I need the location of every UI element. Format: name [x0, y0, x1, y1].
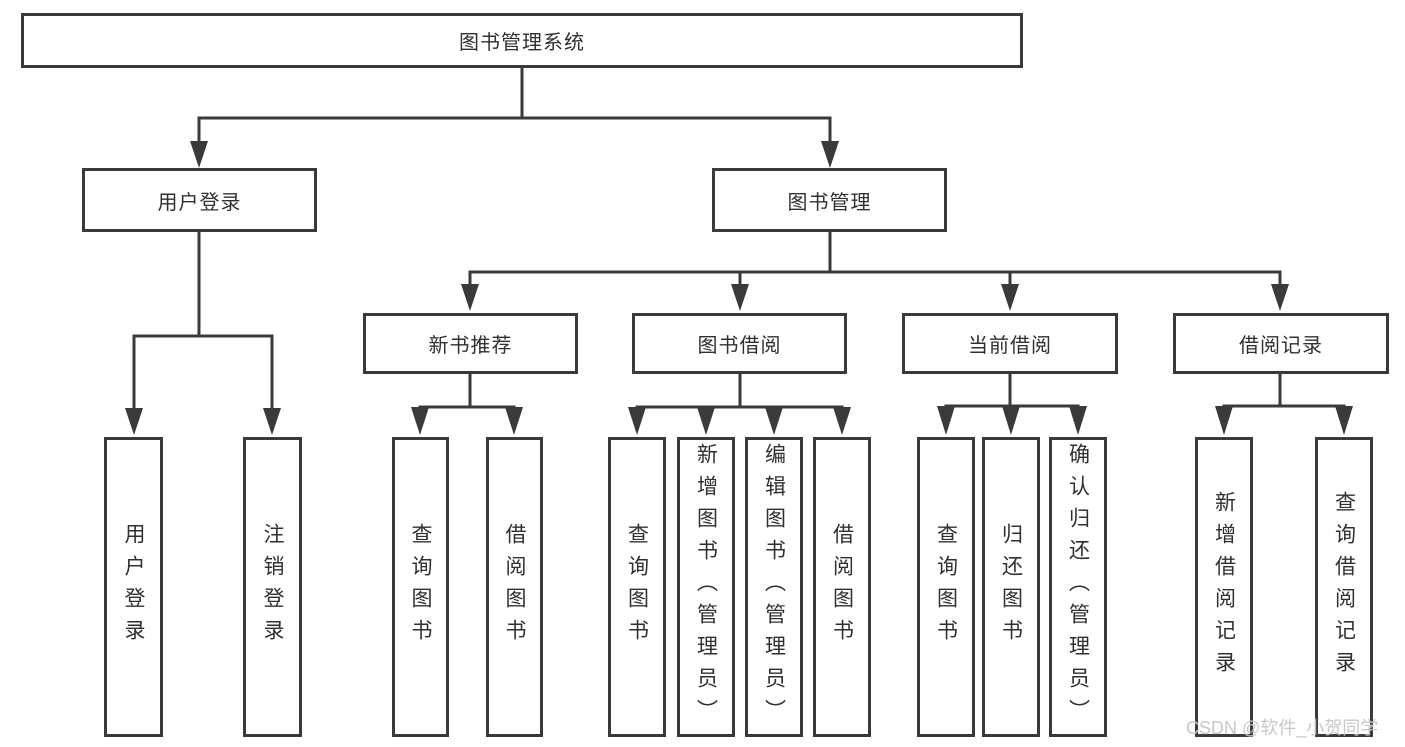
- node-root: 图书管理系统: [21, 13, 1023, 68]
- leaf-query-borrow-record: 查询借阅记录: [1315, 437, 1373, 737]
- node-borrow-records-label: 借阅记录: [1239, 335, 1323, 357]
- leaf-edit-books-admin-label: 编辑图书（管理员）: [762, 443, 786, 731]
- leaf-return-books: 归还图书: [982, 437, 1040, 737]
- connector-current-to-leaves: [937, 374, 1087, 435]
- leaf-user-login: 用户登录: [104, 437, 163, 737]
- node-current-borrow-label: 当前借阅: [968, 335, 1052, 357]
- leaf-borrow-books-label: 借阅图书: [830, 523, 854, 651]
- watermark: CSDN @软件_小贺同学: [1186, 718, 1379, 738]
- leaf-query-books-borrow-label: 查询图书: [625, 523, 649, 651]
- leaf-add-borrow-record-label: 新增借阅记录: [1212, 491, 1236, 683]
- leaf-return-books-label: 归还图书: [999, 523, 1023, 651]
- connector-userlogin-to-leaves: [125, 230, 281, 435]
- leaf-query-books-borrow: 查询图书: [608, 437, 666, 737]
- node-new-book-recommend-label: 新书推荐: [428, 335, 513, 357]
- node-user-login-label: 用户登录: [157, 191, 242, 214]
- node-root-label: 图书管理系统: [459, 32, 585, 54]
- leaf-query-books-recommend-label: 查询图书: [409, 523, 432, 651]
- leaf-borrow-books-recommend: 借阅图书: [486, 437, 543, 737]
- node-user-login: 用户登录: [82, 168, 317, 232]
- leaf-logout-label: 注销登录: [261, 523, 284, 651]
- connector-root-to-level2: [190, 66, 839, 168]
- node-borrow-records: 借阅记录: [1173, 313, 1389, 374]
- leaf-logout: 注销登录: [243, 437, 302, 737]
- node-book-management-label: 图书管理: [787, 191, 872, 214]
- leaf-query-books-current-label: 查询图书: [934, 523, 958, 651]
- connector-records-to-leaves: [1215, 374, 1353, 435]
- connector-bookmgmt-to-level3: [461, 230, 1289, 311]
- leaf-borrow-books: 借阅图书: [813, 437, 871, 737]
- node-current-borrow: 当前借阅: [902, 313, 1118, 374]
- leaf-confirm-return-admin-label: 确认归还（管理员）: [1066, 443, 1090, 731]
- connector-borrow-to-leaves: [628, 374, 851, 435]
- leaf-add-borrow-record: 新增借阅记录: [1195, 437, 1253, 737]
- node-book-borrow-label: 图书借阅: [697, 335, 782, 357]
- leaf-query-books-current: 查询图书: [917, 437, 975, 737]
- node-book-management: 图书管理: [712, 168, 947, 232]
- leaf-user-login-label: 用户登录: [122, 523, 145, 651]
- node-book-borrow: 图书借阅: [632, 313, 847, 374]
- leaf-query-books-recommend: 查询图书: [392, 437, 449, 737]
- node-new-book-recommend: 新书推荐: [363, 313, 578, 374]
- leaf-query-borrow-record-label: 查询借阅记录: [1332, 491, 1356, 683]
- connector-recommend-to-leaves: [411, 374, 523, 435]
- leaf-add-books-admin-label: 新增图书（管理员）: [694, 443, 718, 731]
- leaf-borrow-books-recommend-label: 借阅图书: [503, 523, 526, 651]
- leaf-edit-books-admin: 编辑图书（管理员）: [745, 437, 803, 737]
- leaf-add-books-admin: 新增图书（管理员）: [677, 437, 735, 737]
- leaf-confirm-return-admin: 确认归还（管理员）: [1049, 437, 1107, 737]
